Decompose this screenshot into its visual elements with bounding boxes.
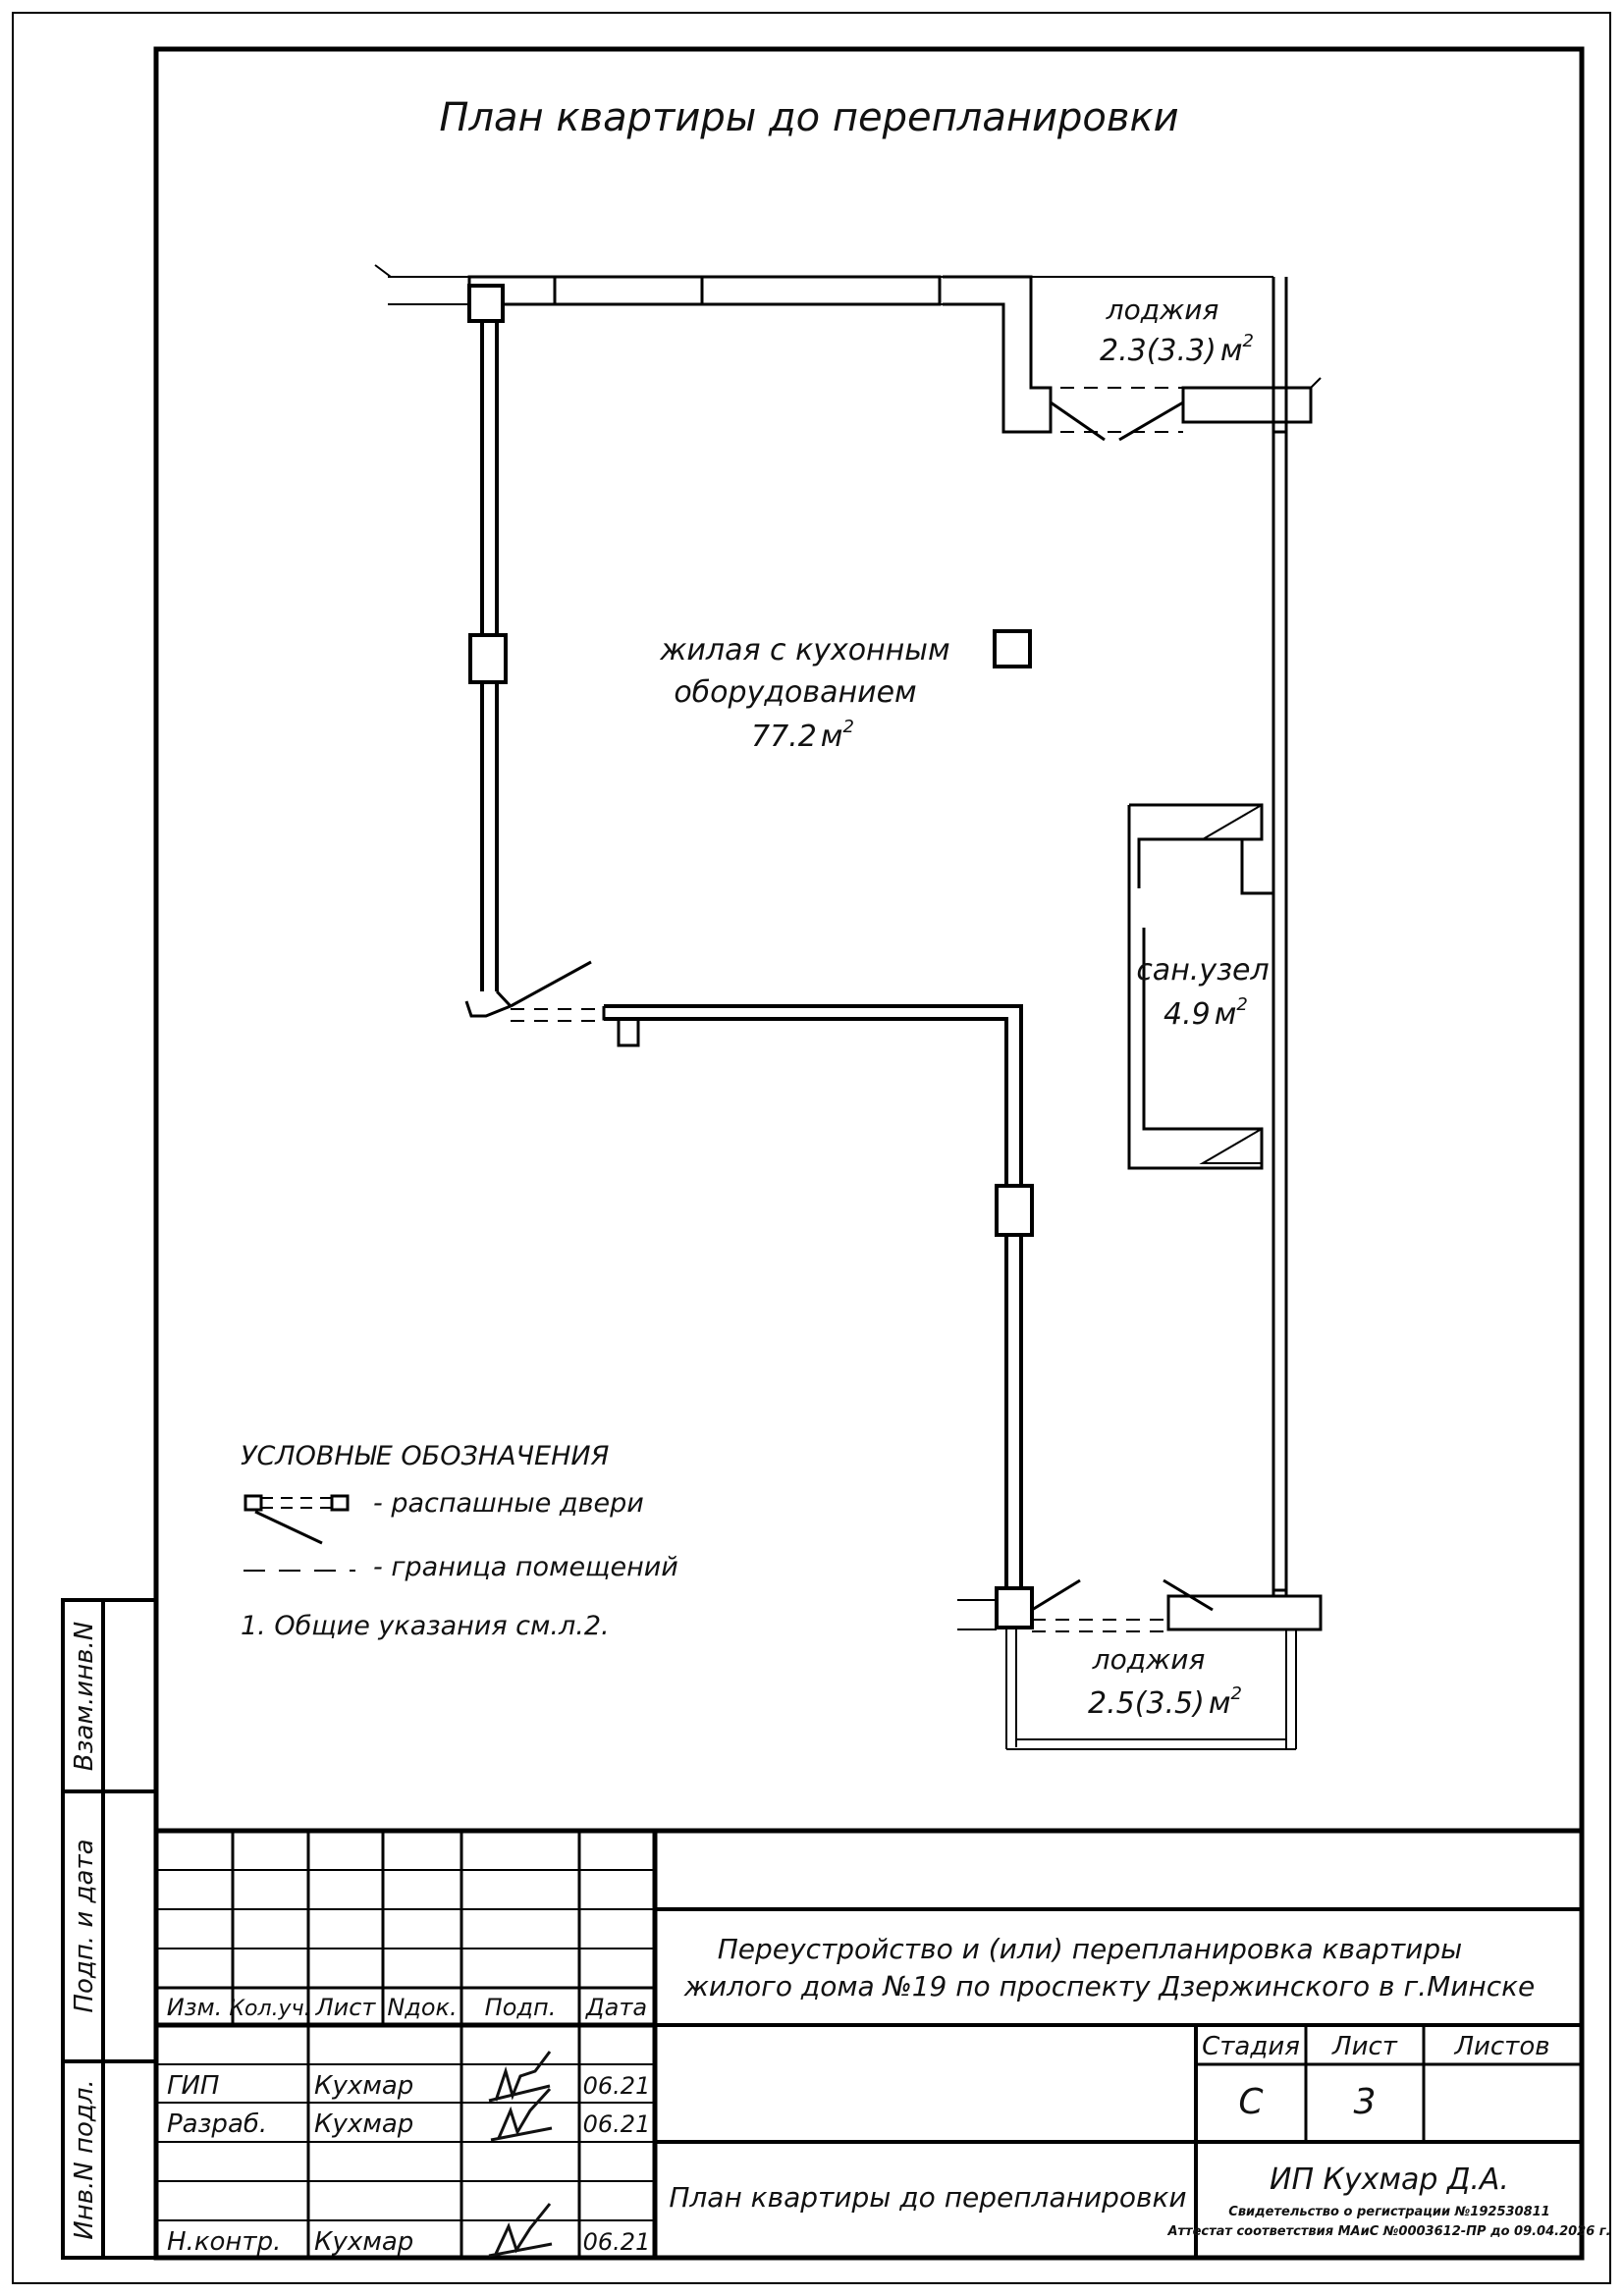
legend-title: УСЛОВНЫЕ ОБОЗНАЧЕНИЯ — [241, 1441, 610, 1471]
header-data: Дата — [585, 1994, 647, 2021]
stage-header: Стадия — [1202, 2032, 1300, 2061]
outer-frame — [12, 12, 1611, 2284]
column — [995, 1586, 1034, 1629]
room-name: сан.узел — [1136, 953, 1269, 988]
date: 06.21 — [583, 2228, 651, 2256]
signature-row: Н.контр. Кухмар 06.21 — [167, 2227, 650, 2257]
room-name-line1: жилая с кухонным — [659, 633, 949, 667]
company-name: ИП Кухмар Д.А. — [1270, 2163, 1509, 2197]
room-area: 2.3(3.3)м2 — [1100, 331, 1254, 368]
signature-row: Разраб. Кухмар 06.21 — [167, 2109, 650, 2139]
sheet-title: План квартиры до перепланировки — [439, 95, 1178, 140]
legend: УСЛОВНЫЕ ОБОЗНАЧЕНИЯ - распашные двери -… — [241, 1441, 678, 1641]
header-koluch: Кол.уч. — [229, 1997, 310, 2021]
name: Кухмар — [314, 2071, 413, 2101]
date: 06.21 — [583, 2072, 651, 2100]
project-title-line2: жилого дома №19 по проспекту Дзержинског… — [683, 1970, 1536, 2002]
role: ГИП — [167, 2071, 220, 2101]
room-name: лоджия — [1092, 1643, 1206, 1676]
title-block-headers: Изм. Кол.уч. Лист Nдок. Подп. Дата — [167, 1994, 647, 2021]
header-ndok: Nдок. — [387, 1994, 457, 2021]
floor-plan — [374, 264, 1323, 1750]
vent-shaft — [993, 629, 1032, 668]
role: Н.контр. — [167, 2227, 281, 2257]
column — [467, 284, 505, 323]
company-cert2: Аттестат соответствия МАиС №0003612-ПР д… — [1166, 2224, 1610, 2239]
sheet-value: 3 — [1354, 2082, 1377, 2122]
room-area: 2.5(3.5)м2 — [1088, 1683, 1242, 1721]
room-name-line2: оборудованием — [674, 675, 916, 710]
header-izm: Изм. — [167, 1994, 222, 2021]
drawing-name: План квартиры до перепланировки — [669, 2181, 1186, 2214]
column — [468, 633, 508, 684]
header-podp: Подп. — [485, 1994, 557, 2021]
sheets-header: Листов — [1453, 2032, 1549, 2061]
door-symbol-icon — [243, 1494, 350, 1545]
header-list: Лист — [315, 1994, 377, 2021]
name: Кухмар — [314, 2109, 413, 2139]
company-cert1: Свидетельство о регистрации №192530811 — [1228, 2205, 1549, 2219]
legend-note: 1. Общие указания см.л.2. — [241, 1611, 610, 1641]
room-loggia-bottom: лоджия 2.5(3.5)м2 — [1088, 1643, 1242, 1721]
title-block — [153, 1828, 1585, 2261]
wall-segment — [1271, 430, 1288, 1592]
side-stamp-podp: Подп. и дата — [70, 1839, 99, 2012]
stage-value: С — [1238, 2082, 1264, 2122]
side-stamp-inv: Инв.N подл. — [70, 2079, 99, 2240]
sheet-header: Лист — [1331, 2032, 1398, 2061]
date: 06.21 — [583, 2110, 651, 2138]
role: Разраб. — [167, 2109, 267, 2139]
signature-scribble — [488, 2051, 553, 2258]
wall-segment — [700, 275, 942, 306]
name: Кухмар — [314, 2227, 413, 2257]
wall-segment — [553, 275, 704, 306]
legend-boundary: - граница помещений — [373, 1552, 678, 1582]
signature-row: ГИП Кухмар 06.21 — [167, 2071, 650, 2101]
project-title-line1: Переустройство и (или) перепланировка кв… — [718, 1933, 1463, 1965]
room-name: лоджия — [1106, 294, 1219, 326]
column — [995, 1184, 1034, 1237]
room-loggia-top: лоджия 2.3(3.3)м2 — [1100, 294, 1254, 368]
legend-doors: - распашные двери — [373, 1488, 644, 1519]
inner-frame — [153, 46, 1585, 2261]
side-stamp-vzam: Взам.инв.N — [70, 1622, 99, 1771]
